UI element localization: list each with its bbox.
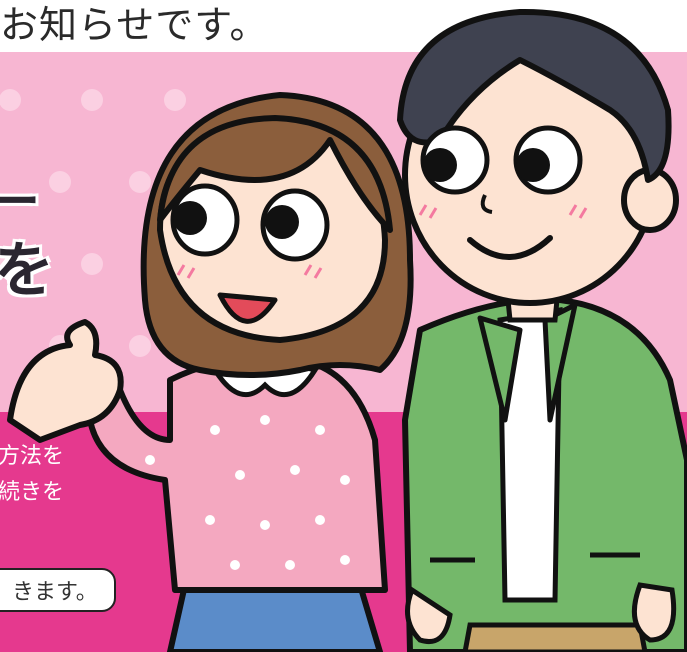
banner-char-2: を (0, 236, 54, 306)
body-line-1: 方法を (0, 444, 65, 469)
woman-figure (7, 92, 414, 652)
pill-text: きます。 (12, 580, 98, 605)
man-figure (397, 8, 687, 652)
notice-pill: きます。 (0, 568, 116, 612)
banner-char-1: ー (0, 173, 41, 233)
page-heading: お知らせです。 (0, 3, 269, 47)
body-line-2: 続きを (0, 480, 65, 505)
